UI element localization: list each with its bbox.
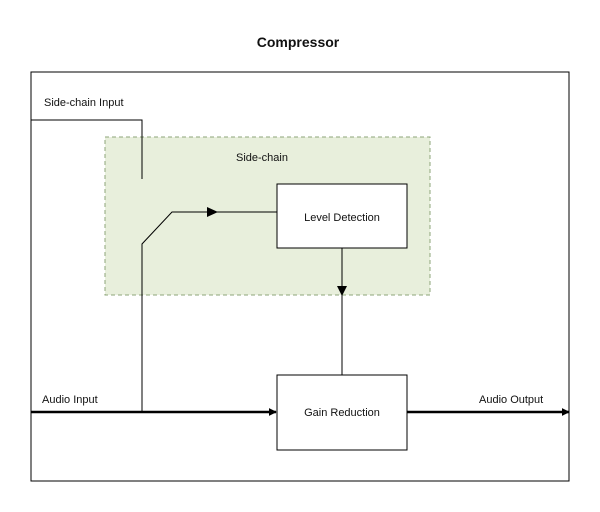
sidechain-input-line [31, 119, 143, 179]
sidechain-region-label: Side-chain [236, 152, 288, 164]
audio-input-label: Audio Input [42, 394, 98, 406]
gain-reduction-label: Gain Reduction [304, 407, 380, 419]
sidechain-switch-line [141, 211, 277, 412]
diagram-title: Compressor [257, 34, 340, 50]
control-arrow-icon [337, 286, 347, 296]
compressor-frame [30, 71, 570, 482]
level-detection-block [276, 183, 408, 249]
audio-output-label: Audio Output [479, 394, 543, 406]
sidechain-input-label: Side-chain Input [44, 97, 124, 109]
sidechain-arrow-icon [207, 207, 218, 217]
level-detection-label: Level Detection [304, 212, 380, 224]
gain-reduction-block [276, 374, 408, 451]
